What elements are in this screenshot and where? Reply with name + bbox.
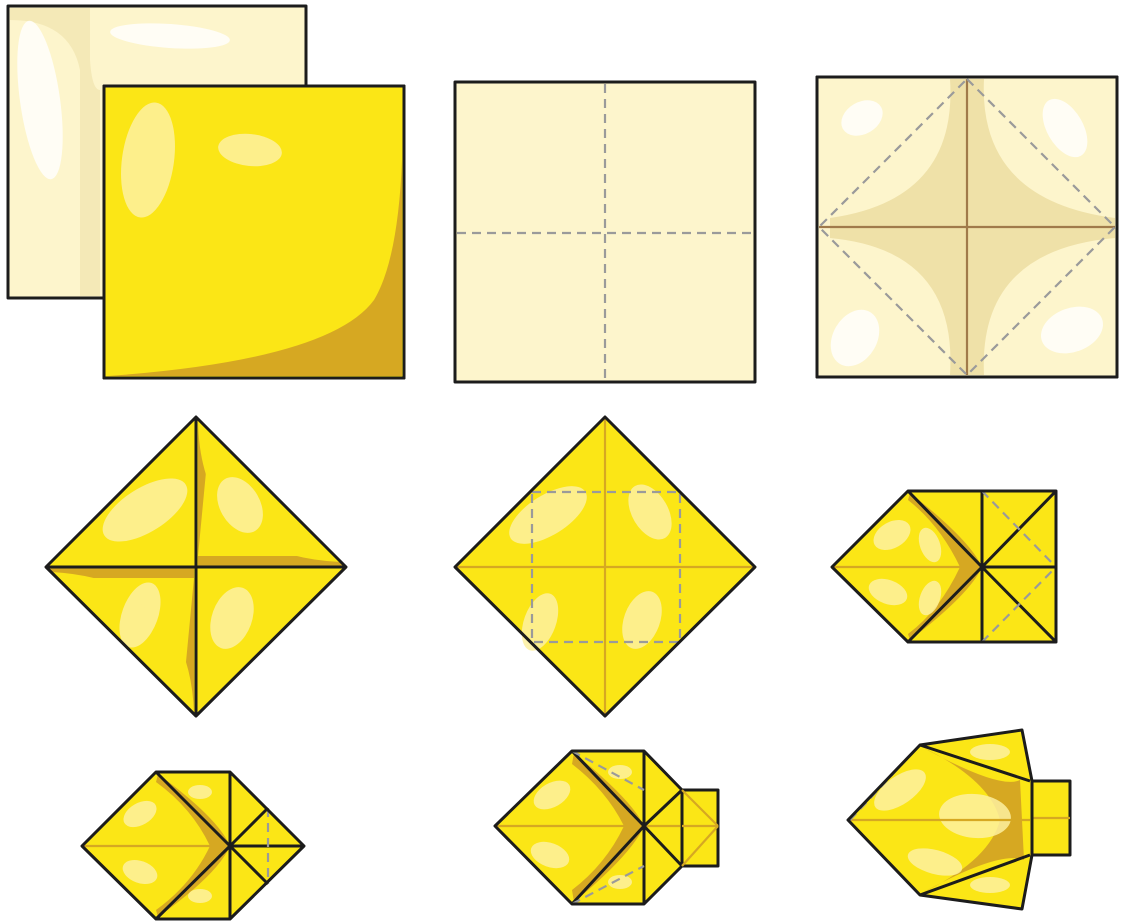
step-2-midline-creases (455, 82, 755, 382)
step-1-two-sheets (8, 6, 404, 378)
step-6-folded-hexagon (832, 491, 1056, 642)
step-5-diamond-fold-guides (455, 417, 755, 716)
step-4-folded-diamond (46, 417, 346, 716)
yellow-sheet (104, 86, 404, 378)
step-8-fish-body-tail (495, 751, 718, 904)
step-7-folded-hexagon-small (82, 772, 304, 919)
fish-tail (1030, 781, 1070, 855)
step-3-diagonal-creases (817, 77, 1117, 377)
step-9-finished-fish (848, 730, 1070, 909)
tail-box (682, 790, 718, 866)
